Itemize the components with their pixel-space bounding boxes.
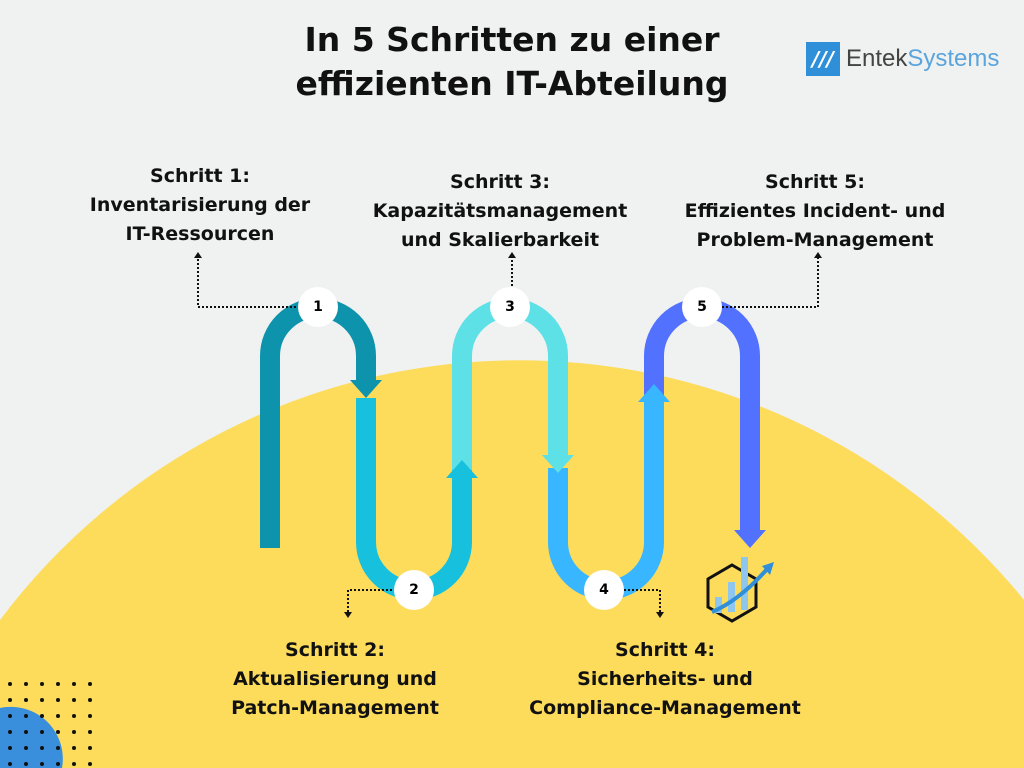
logo-text: Entek: [846, 45, 908, 72]
dot: [88, 698, 92, 702]
yellow-half-circle: [0, 360, 1024, 768]
arrow-down-icon: [350, 380, 382, 398]
dot: [56, 698, 60, 702]
dot: [8, 698, 12, 702]
arrow-up-icon: [638, 384, 670, 402]
dot: [72, 682, 76, 686]
step-text: Kapazitätsmanagement: [372, 200, 628, 222]
dot: [88, 730, 92, 734]
dot: [56, 762, 60, 766]
step-3-badge: 3: [490, 287, 530, 327]
step-3-label: Schritt 3: Kapazitätsmanagement und Skalie…: [350, 168, 650, 255]
step-text: und Skalierbarkeit: [400, 229, 600, 251]
arrow-down-icon: [542, 455, 574, 473]
dot: [24, 762, 28, 766]
arrow-up-icon: [446, 460, 478, 478]
dot: [40, 698, 44, 702]
step-text: Compliance-Management: [529, 697, 801, 719]
dot: [24, 730, 28, 734]
logo-text: Systems: [907, 45, 1000, 72]
blue-blob: [0, 706, 63, 768]
dot: [56, 746, 60, 750]
dot: [24, 682, 28, 686]
dot: [40, 730, 44, 734]
dot: [8, 746, 12, 750]
dot: [88, 746, 92, 750]
dot: [40, 714, 44, 718]
growth-chart-icon: [706, 557, 774, 623]
step-2-badge: 2: [394, 570, 434, 610]
dot: [72, 730, 76, 734]
step-heading: Schritt 2:: [285, 639, 385, 661]
dot: [24, 714, 28, 718]
arrow-down-icon: [734, 530, 766, 548]
dot: [8, 730, 12, 734]
dot: [72, 746, 76, 750]
step-text: Effizientes Incident- und: [684, 200, 946, 222]
dot: [40, 762, 44, 766]
page-title: In 5 Schritten zu einer effizienten IT-Ab…: [212, 18, 812, 106]
step-heading: Schritt 4:: [615, 639, 715, 661]
step-text: Inventarisierung der: [89, 194, 311, 216]
dot: [8, 762, 12, 766]
dot: [72, 762, 76, 766]
dot: [56, 714, 60, 718]
step-text: Problem-Management: [696, 229, 934, 251]
dot: [40, 746, 44, 750]
dot: [88, 682, 92, 686]
dot: [40, 682, 44, 686]
step-heading: Schritt 1:: [150, 165, 250, 187]
dot: [24, 746, 28, 750]
dot: [8, 714, 12, 718]
step-5-badge: 5: [682, 287, 722, 327]
dot-grid: [8, 682, 92, 766]
step-heading: Schritt 3:: [450, 171, 550, 193]
dot: [24, 698, 28, 702]
step-text: Aktualisierung und: [233, 668, 437, 690]
dot: [88, 714, 92, 718]
dot: [56, 682, 60, 686]
dot: [88, 762, 92, 766]
step-text: Patch-Management: [231, 697, 439, 719]
dot: [72, 714, 76, 718]
step-heading: Schritt 5:: [765, 171, 865, 193]
connector-lines: [197, 258, 819, 612]
step-4-badge: 4: [584, 570, 624, 610]
step-text: IT-Ressourcen: [125, 223, 275, 245]
dot: [56, 730, 60, 734]
dot: [72, 698, 76, 702]
title-line: effizienten IT-Abteilung: [295, 64, 729, 103]
step-text: Sicherheits- und: [577, 668, 753, 690]
entek-logo: ///EntekSystems: [806, 42, 999, 76]
dot: [8, 682, 12, 686]
title-line: In 5 Schritten zu einer: [304, 20, 720, 59]
logo-mark-icon: ///: [806, 42, 840, 76]
step-1-badge: 1: [298, 287, 338, 327]
